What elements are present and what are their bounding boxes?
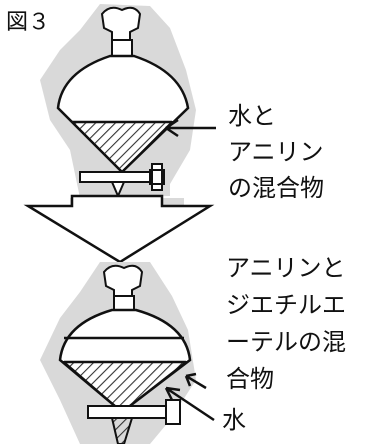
label-line: ジエチルエ: [226, 291, 346, 319]
label-line: の混合物: [228, 174, 324, 202]
arrow-icon: [164, 386, 215, 422]
label-line: アニリン: [228, 138, 324, 166]
stopper-icon: [100, 6, 142, 41]
label-line: 合物: [226, 365, 274, 393]
bottom-funnel: [40, 262, 215, 444]
stopper-icon: [102, 264, 144, 297]
stopcock-icon: [149, 163, 165, 191]
top-funnel-label: 水と アニリン の混合物: [228, 98, 324, 206]
water-label: 水: [222, 406, 246, 434]
bottom-funnel-label: アニリンと ジエチルエ ーテルの混 合物: [226, 250, 346, 398]
arrow-icon: [184, 372, 207, 390]
label-line: アニリンと: [226, 254, 346, 282]
label-line: ーテルの混: [226, 328, 346, 356]
stopcock-icon: [165, 399, 181, 425]
label-line: 水と: [228, 102, 276, 130]
arrow-icon: [165, 118, 216, 138]
figure-label: 図３: [6, 10, 51, 35]
process-arrow: [23, 194, 215, 264]
top-funnel: [40, 4, 216, 199]
